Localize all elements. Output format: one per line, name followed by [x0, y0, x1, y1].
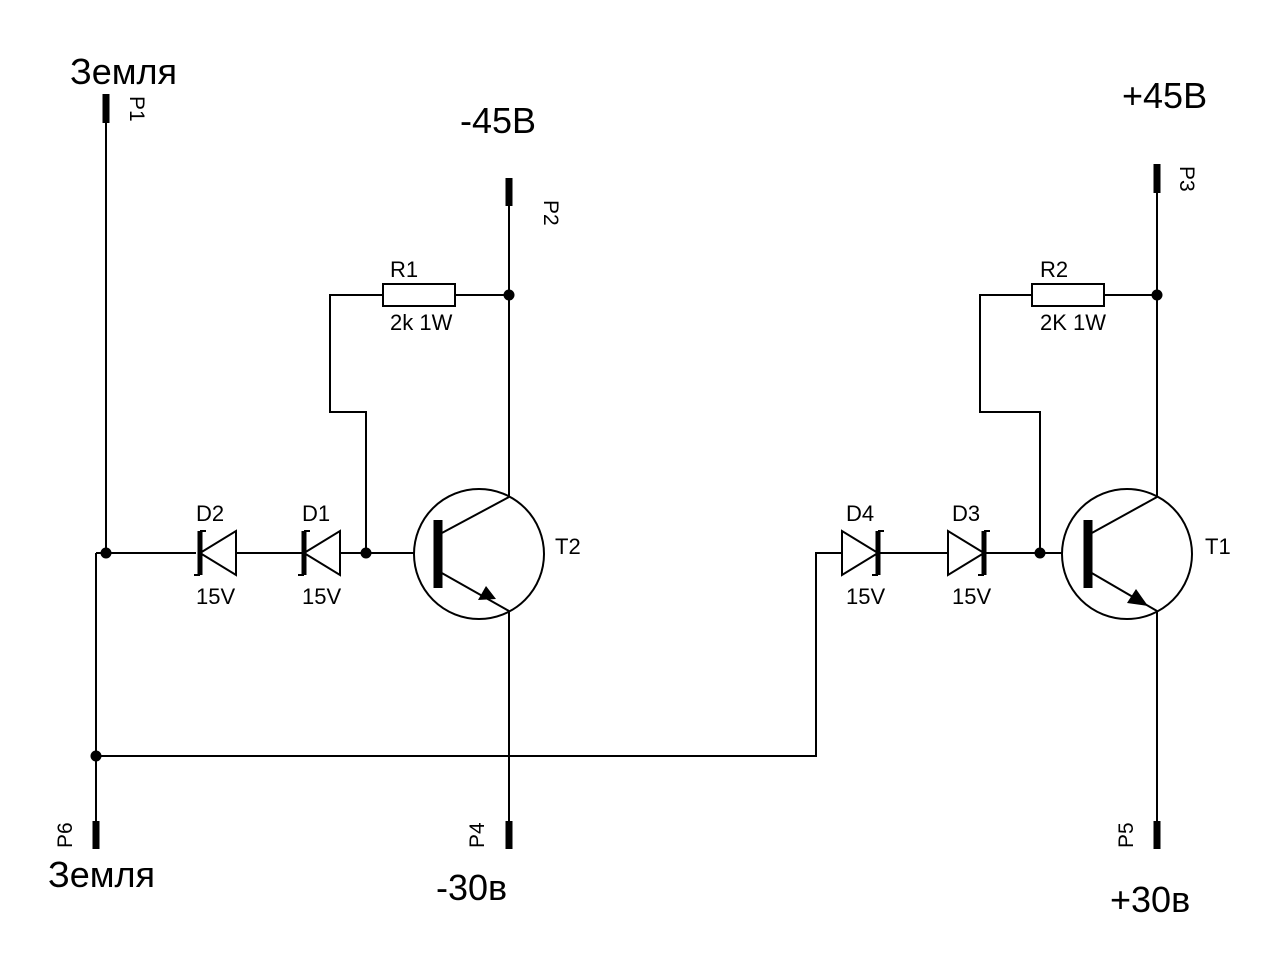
label-d4-value: 15V: [846, 584, 885, 609]
wire-r1-feedback: [329, 294, 383, 553]
wires: [95, 100, 1158, 845]
label-pin-p3: P3: [1175, 166, 1198, 192]
junction-d3-base: [1034, 547, 1046, 559]
diode-d4: [841, 529, 884, 577]
label-d2-ref: D2: [196, 501, 224, 526]
diode-d1: [298, 529, 341, 577]
label-neg30: -30в: [436, 867, 507, 908]
label-r2-ref: R2: [1040, 257, 1068, 282]
label-neg45: -45В: [460, 100, 536, 141]
wire-r2-feedback: [979, 294, 1041, 553]
label-r1-ref: R1: [390, 257, 418, 282]
label-r2-value: 2K 1W: [1040, 310, 1106, 335]
label-pin-p2: P2: [539, 200, 562, 226]
junction-d1-base: [360, 547, 372, 559]
label-d3-ref: D3: [952, 501, 980, 526]
junctions: [90, 289, 1163, 762]
label-pos45: +45В: [1122, 75, 1207, 116]
label-d2-value: 15V: [196, 584, 235, 609]
label-r1-value: 2k 1W: [390, 310, 453, 335]
label-pin-p4: P4: [466, 822, 489, 848]
label-ground-top: Земля: [70, 51, 177, 92]
label-d1-value: 15V: [302, 584, 341, 609]
label-d4-ref: D4: [846, 501, 874, 526]
junction-ground: [100, 547, 112, 559]
label-d1-ref: D1: [302, 501, 330, 526]
label-d3-value: 15V: [952, 584, 991, 609]
label-t1-ref: T1: [1205, 534, 1231, 559]
label-pos30: +30в: [1110, 879, 1190, 920]
label-pin-p6: P6: [54, 822, 77, 848]
pins: [92, 94, 1161, 849]
transistor-t2: [413, 488, 545, 620]
junction-bottom-bus: [90, 750, 102, 762]
label-ground-bottom: Земля: [48, 854, 155, 895]
diode-d2: [194, 529, 237, 577]
resistor-r2: [1031, 283, 1105, 307]
label-pin-p1: P1: [125, 96, 148, 122]
diode-d3: [947, 529, 990, 577]
wire-bottom-bus: [96, 552, 842, 757]
label-pin-p5: P5: [1115, 822, 1138, 848]
resistor-r1: [382, 283, 456, 307]
transistor-t1: [1061, 488, 1193, 620]
junction-r2-collector: [1151, 289, 1163, 301]
junction-r1-collector: [503, 289, 515, 301]
label-t2-ref: T2: [555, 534, 581, 559]
